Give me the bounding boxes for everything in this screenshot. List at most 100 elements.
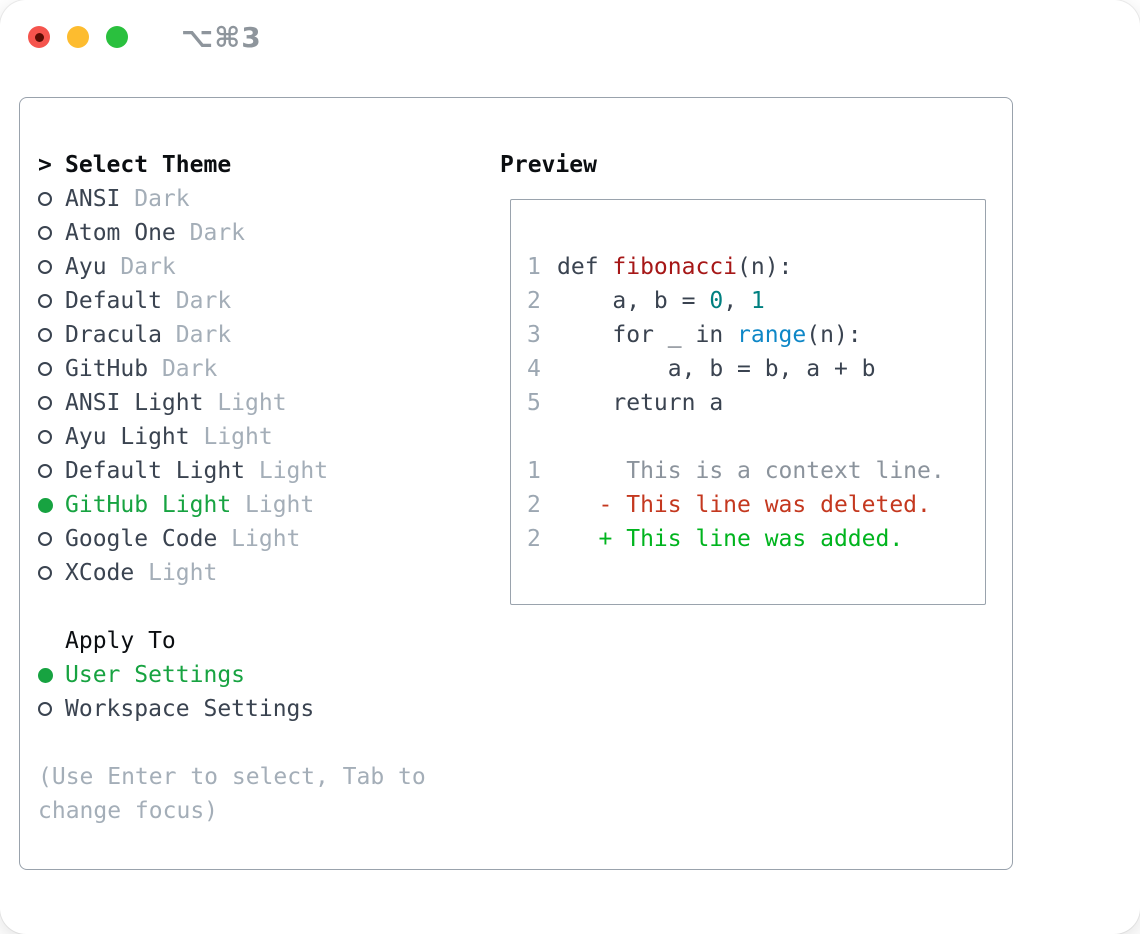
- theme-name: Default: [65, 288, 162, 314]
- diff-text: + This line was added.: [557, 526, 904, 552]
- radio-cell: [38, 192, 65, 206]
- code-line: 2 a, b = 0, 1: [527, 284, 973, 318]
- hint-text: (Use Enter to select, Tab to change focu…: [38, 764, 426, 824]
- theme-variant: Dark: [120, 254, 176, 280]
- spacer: [38, 726, 500, 760]
- radio-cell: [38, 396, 65, 410]
- line-number: 1: [527, 458, 541, 484]
- apply-to-title: Apply To: [65, 628, 176, 654]
- theme-name: Dracula: [65, 322, 162, 348]
- radio-cell: [38, 667, 65, 683]
- window-titlebar: ⌥⌘3: [0, 0, 1140, 74]
- radio-icon: [38, 430, 52, 444]
- prompt-caret-icon: >: [38, 152, 52, 178]
- code-text: for _ in range(n):: [557, 322, 861, 348]
- select-theme-title: Select Theme: [65, 152, 232, 178]
- radio-cell: [38, 430, 65, 444]
- code-segment: fibonacci: [612, 254, 738, 280]
- radio-cell: [38, 532, 65, 546]
- theme-option-default[interactable]: Default Dark: [38, 284, 500, 318]
- code-segment: range: [737, 322, 807, 348]
- code-segment: ,: [723, 288, 751, 314]
- theme-variant: Light: [231, 526, 301, 552]
- diff-line-added: 2 + This line was added.: [527, 522, 973, 556]
- line-number: 5: [527, 390, 541, 416]
- radio-cell: [38, 566, 65, 580]
- apply-option-user-settings[interactable]: User Settings: [38, 658, 500, 692]
- code-segment: return a: [557, 390, 724, 416]
- line-number: 2: [527, 288, 541, 314]
- theme-option-atom-one[interactable]: Atom One Dark: [38, 216, 500, 250]
- code-text: a, b = 0, 1: [557, 288, 765, 314]
- zoom-button[interactable]: [106, 26, 128, 48]
- code-segment: 1: [750, 288, 765, 314]
- radio-icon: [38, 532, 52, 546]
- diff-line-deleted: 2 - This line was deleted.: [527, 488, 973, 522]
- line-number: 2: [527, 492, 541, 518]
- unsaved-dot-icon: [34, 32, 44, 42]
- theme-variant: Dark: [161, 356, 218, 382]
- theme-name: Atom One: [65, 220, 176, 246]
- theme-variant: Dark: [189, 220, 246, 246]
- radio-cell: [38, 464, 65, 478]
- code-line: 4 a, b = b, a + b: [527, 352, 973, 386]
- theme-option-default-light[interactable]: Default Light Light: [38, 454, 500, 488]
- code-text: return a: [557, 390, 723, 416]
- code-segment: a, b =: [557, 288, 710, 314]
- code-segment: (n):: [737, 254, 793, 280]
- theme-variant: Light: [258, 458, 329, 484]
- radio-selected-icon: [38, 667, 53, 683]
- radio-icon: [38, 396, 52, 410]
- radio-selected-icon: [38, 497, 53, 513]
- code-line: 5 return a: [527, 386, 973, 420]
- apply-option-label: User Settings: [65, 662, 246, 688]
- apply-to-header: Apply To: [38, 624, 500, 658]
- theme-variant: Light: [203, 424, 273, 450]
- diff-preview: 1 This is a context line. 2 - This line w…: [527, 454, 973, 556]
- code-segment: def: [557, 254, 613, 280]
- theme-variant: Light: [245, 492, 315, 518]
- theme-variant: Dark: [175, 288, 232, 314]
- minimize-button[interactable]: [67, 26, 89, 48]
- apply-option-workspace-settings[interactable]: Workspace Settings: [38, 692, 500, 726]
- close-button[interactable]: [28, 26, 50, 48]
- radio-icon: [38, 260, 52, 274]
- code-text: a, b = b, a + b: [557, 356, 876, 382]
- radio-cell: [38, 226, 65, 240]
- theme-name: GitHub Light: [65, 492, 232, 518]
- code-line: 3 for _ in range(n):: [527, 318, 973, 352]
- preview-title: Preview: [500, 152, 597, 178]
- window-title: ⌥⌘3: [181, 20, 262, 54]
- diff-text: This is a context line.: [557, 458, 945, 484]
- blank-line: [527, 420, 973, 454]
- radio-cell: [38, 328, 65, 342]
- spacer: [38, 590, 500, 624]
- theme-name: XCode: [65, 560, 135, 586]
- code-segment: 0: [709, 288, 724, 314]
- code-segment: for _ in: [557, 322, 738, 348]
- radio-icon: [38, 464, 52, 478]
- line-number: 4: [527, 356, 541, 382]
- radio-icon: [38, 328, 52, 342]
- radio-cell: [38, 702, 65, 716]
- theme-name: Default Light: [65, 458, 246, 484]
- radio-icon: [38, 192, 52, 206]
- theme-option-github-light[interactable]: GitHub Light Light: [38, 488, 500, 522]
- theme-variant: Dark: [134, 186, 190, 212]
- radio-cell: [38, 362, 65, 376]
- radio-icon: [38, 226, 52, 240]
